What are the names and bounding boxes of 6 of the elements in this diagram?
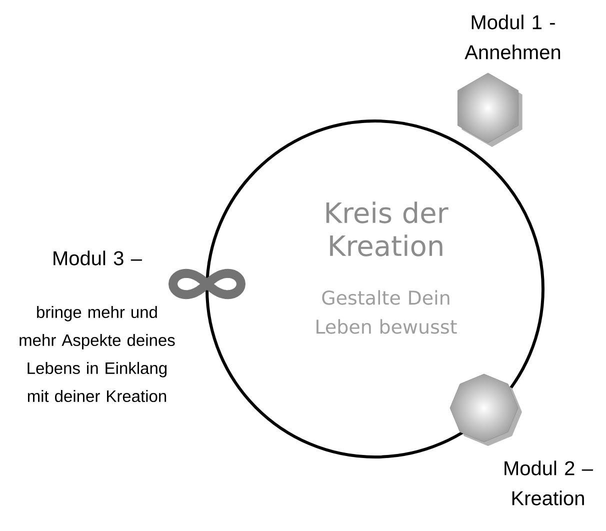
node-label: Modul 3 –: [54, 250, 142, 266]
node-label: Modul 2 – Kreation: [504, 460, 593, 506]
node-label: Gestalte Dein Leben bewusst: [316, 290, 457, 334]
node-label: Modul 1 - Annehmen: [464, 14, 560, 60]
node-label: bringe mehr und mehr Aspekte deines Lebens in Einklang mit deiner Kreation: [20, 306, 175, 402]
node-label: Kreis der Kreation: [326, 202, 448, 256]
